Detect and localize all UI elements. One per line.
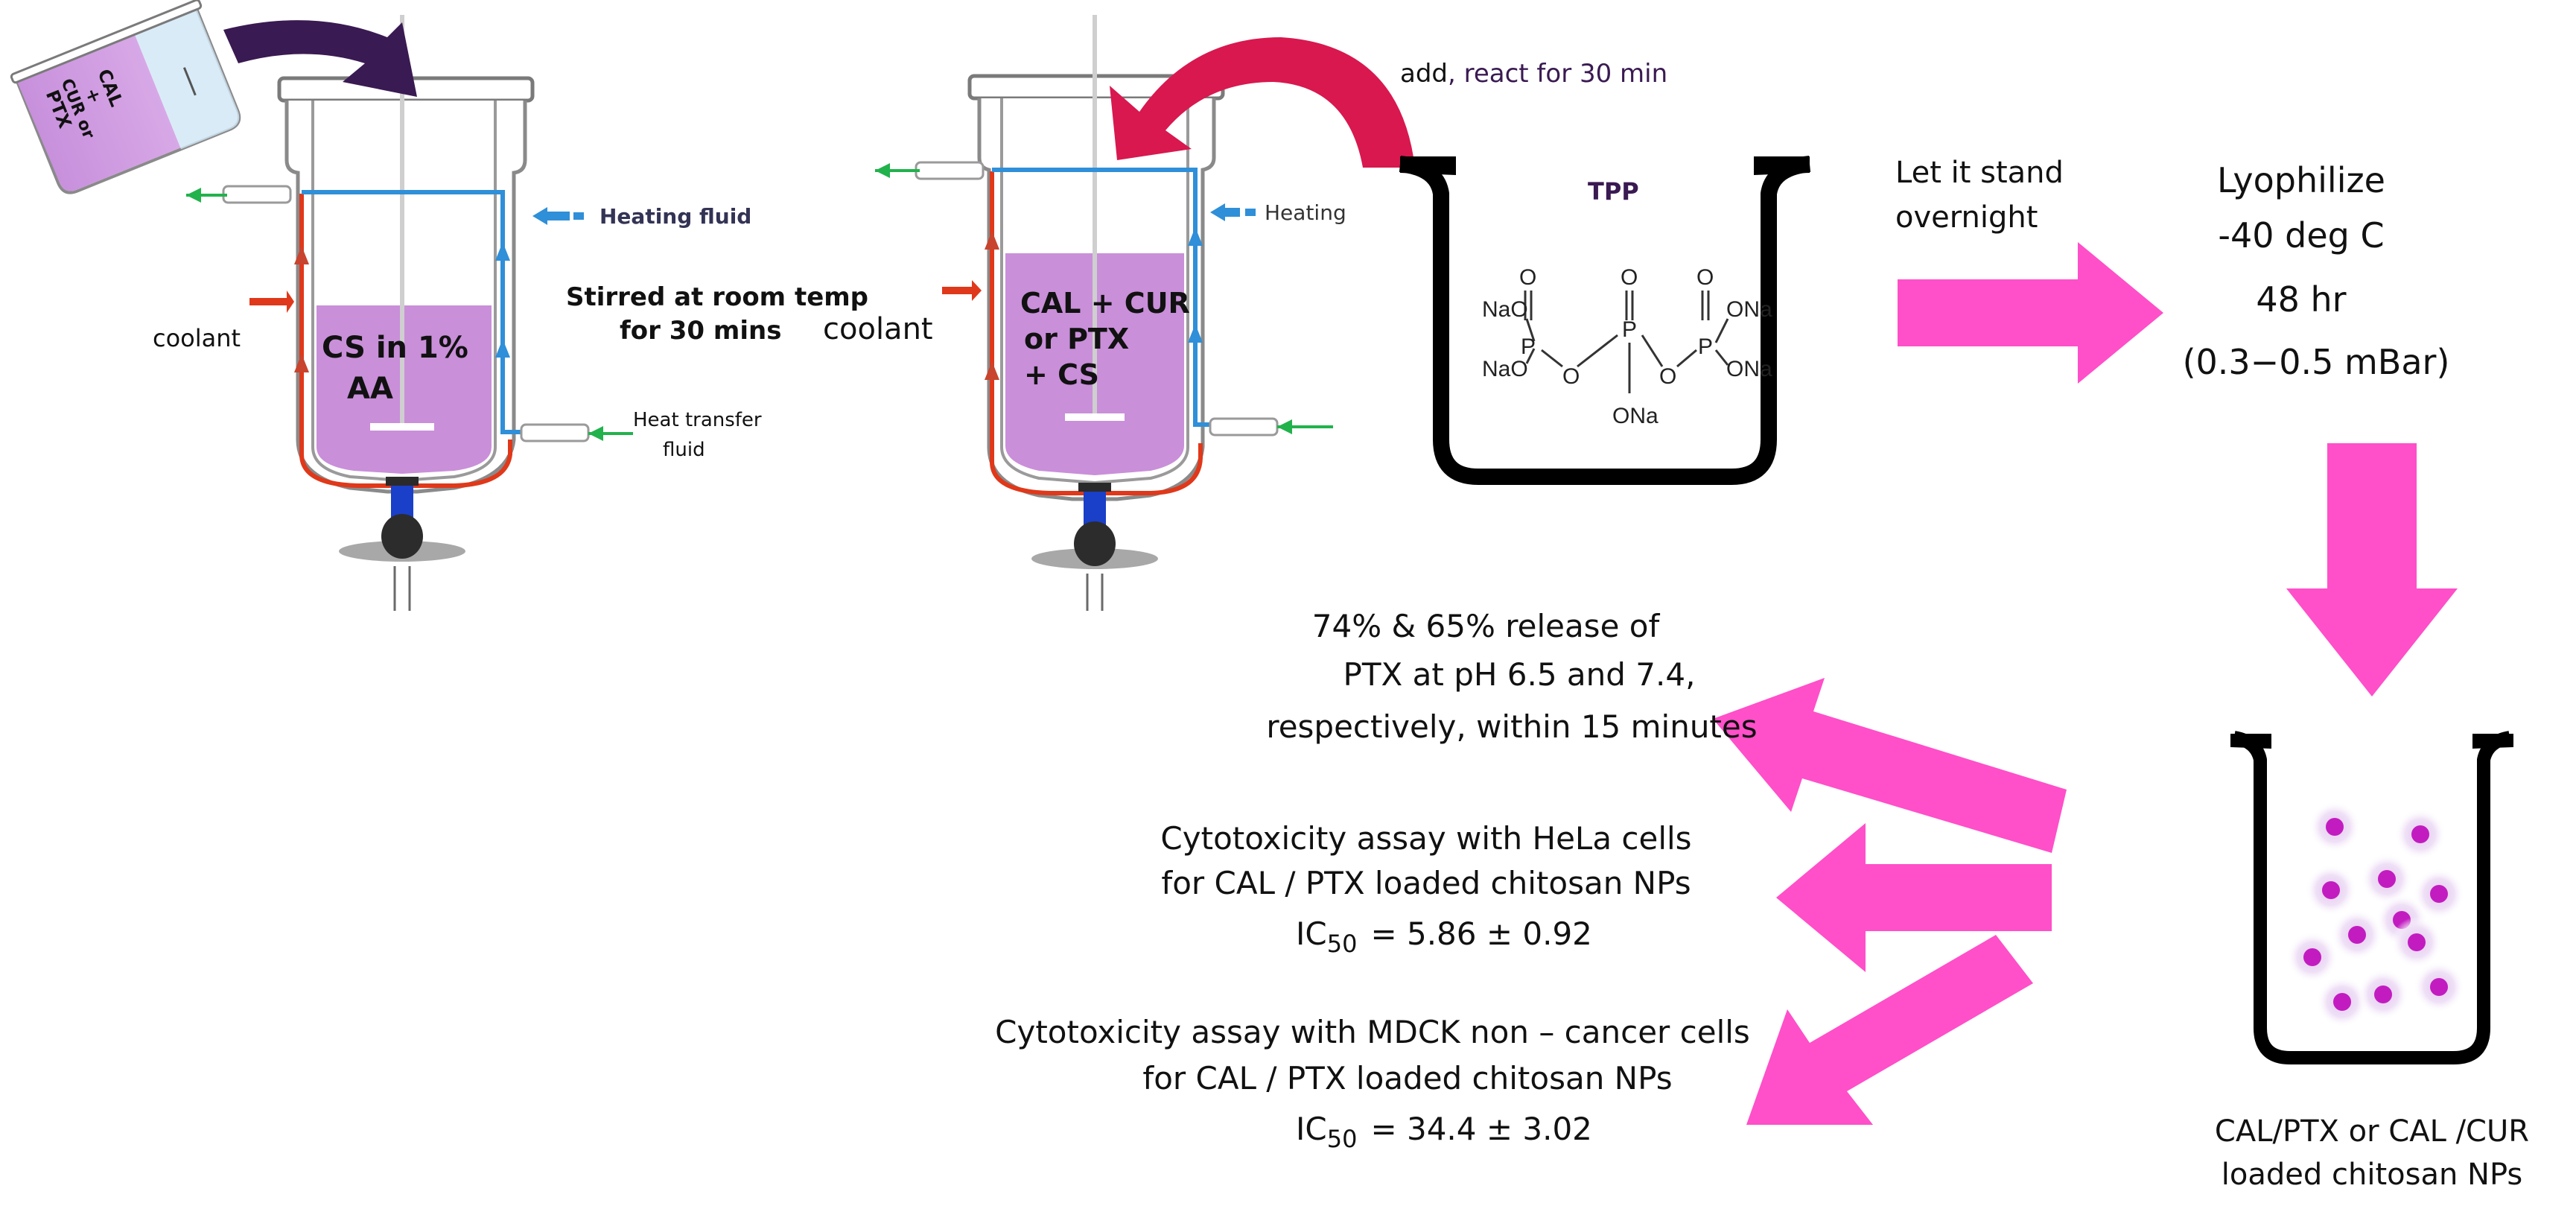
- arrow-down-product: [2286, 443, 2458, 696]
- step1-text-line-1: Stirred at room temp: [566, 282, 868, 312]
- nanoparticle-group: [2287, 802, 2464, 1027]
- coolant-pointer-1: [249, 291, 294, 313]
- svg-text:ONa: ONa: [1726, 357, 1772, 381]
- svg-text:O: O: [1562, 364, 1580, 389]
- svg-text:P: P: [1698, 334, 1713, 359]
- svg-text:NaO: NaO: [1482, 357, 1528, 381]
- svg-text:O: O: [1696, 265, 1714, 290]
- green-arrow-out: [186, 188, 201, 203]
- reactor-2-contents-line-2: or PTX: [1024, 323, 1129, 355]
- product-beaker: [2230, 731, 2513, 1064]
- nanoparticle: [2326, 818, 2344, 836]
- nanoparticle: [2378, 870, 2396, 888]
- product-label-line-1: CAL/PTX or CAL /CUR: [2215, 1114, 2529, 1149]
- product-label-line-2: loaded chitosan NPs: [2222, 1158, 2522, 1192]
- svg-text:O: O: [1659, 364, 1676, 389]
- nanoparticle: [2430, 978, 2448, 996]
- pour-arrow: [223, 20, 417, 98]
- step1-text-line-2: for 30 mins: [620, 316, 781, 346]
- reactor-1: CS in 1% AA coolant Heating fluid Heat t…: [153, 15, 762, 611]
- hela-ic50: IC50= 5.86 ± 0.92: [1296, 915, 1592, 958]
- heating-pointer-2: [1210, 203, 1240, 221]
- reactor-2-contents-line-1: CAL + CUR: [1020, 287, 1190, 320]
- mdck-line-1: Cytotoxicity assay with MDCK non – cance…: [995, 1014, 1750, 1050]
- heating-line-2: [992, 168, 1214, 427]
- release-line-2: PTX at pH 6.5 and 7.4,: [1343, 656, 1696, 693]
- heat-transfer-label-1: Heat transfer: [633, 409, 762, 431]
- tpp-structure: O O O NaO NaO P P P O O ONa O: [1482, 265, 1772, 428]
- coolant-pointer-2: [942, 280, 982, 301]
- reactor-2-contents-line-3: + CS: [1024, 358, 1099, 391]
- heating-line: [302, 190, 521, 434]
- hela-line-1: Cytotoxicity assay with HeLa cells: [1160, 820, 1691, 857]
- nanoparticle: [2303, 948, 2321, 966]
- svg-text:P: P: [1622, 317, 1637, 342]
- stand-text-line-2: overnight: [1895, 200, 2038, 235]
- nanoparticle: [2408, 933, 2426, 951]
- stand-text-line-1: Let it stand: [1895, 156, 2064, 190]
- reactor-2: CAL + CUR or PTX + CS coolant Heating: [823, 15, 1346, 611]
- reactor-2-coolant-label: coolant: [823, 312, 933, 346]
- add-arrow: [1110, 37, 1415, 168]
- reactor-2-heating-label: Heating: [1265, 200, 1346, 225]
- reactor-1-contents-line-1: CS in 1%: [322, 331, 468, 365]
- heating-pointer-1: [532, 207, 570, 225]
- lyophilize-line-3: 48 hr: [2256, 279, 2346, 320]
- svg-text:ONa: ONa: [1726, 297, 1772, 322]
- mdck-ic50: IC50= 34.4 ± 3.02: [1296, 1111, 1592, 1153]
- heat-transfer-label-2: fluid: [663, 439, 705, 461]
- tpp-beaker: TPP O O O NaO NaO P P P O O ONa: [1399, 156, 1811, 485]
- nanoparticle: [2411, 825, 2429, 843]
- mdck-line-2: for CAL / PTX loaded chitosan NPs: [1142, 1060, 1672, 1096]
- lyophilize-line-1: Lyophilize: [2217, 160, 2385, 200]
- release-line-3: respectively, within 15 minutes: [1266, 708, 1757, 745]
- lyophilize-line-4: (0.3−0.5 mBar): [2183, 342, 2450, 382]
- svg-text:P: P: [1521, 334, 1536, 359]
- nanoparticle: [2333, 993, 2351, 1011]
- hela-line-2: for CAL / PTX loaded chitosan NPs: [1161, 865, 1691, 901]
- arrow-right-lyophilize: [1898, 242, 2163, 384]
- green-arrow-in: [588, 426, 603, 441]
- tpp-title: TPP: [1588, 177, 1639, 206]
- svg-text:ONa: ONa: [1612, 404, 1659, 428]
- reactor-1-coolant-label: coolant: [153, 324, 241, 352]
- svg-text:O: O: [1519, 265, 1536, 290]
- nanoparticle: [2322, 881, 2340, 899]
- svg-text:NaO: NaO: [1482, 297, 1528, 322]
- nanoparticle: [2348, 926, 2366, 944]
- reactor-1-heating-label: Heating fluid: [600, 204, 751, 229]
- arrow-release: [1713, 678, 2067, 853]
- release-line-1: 74% & 65% release of: [1312, 608, 1661, 644]
- svg-text:O: O: [1621, 265, 1638, 290]
- nanoparticle: [2430, 885, 2448, 903]
- reactor-1-contents-line-2: AA: [347, 372, 393, 406]
- pouring-beaker: [10, 0, 241, 194]
- arrow-hela: [1776, 823, 2052, 972]
- add-label: add, react for 30 min: [1400, 59, 1667, 89]
- lyophilize-line-2: -40 deg C: [2218, 215, 2384, 256]
- arrow-mdck: [1746, 935, 2033, 1125]
- nanoparticle: [2374, 986, 2392, 1003]
